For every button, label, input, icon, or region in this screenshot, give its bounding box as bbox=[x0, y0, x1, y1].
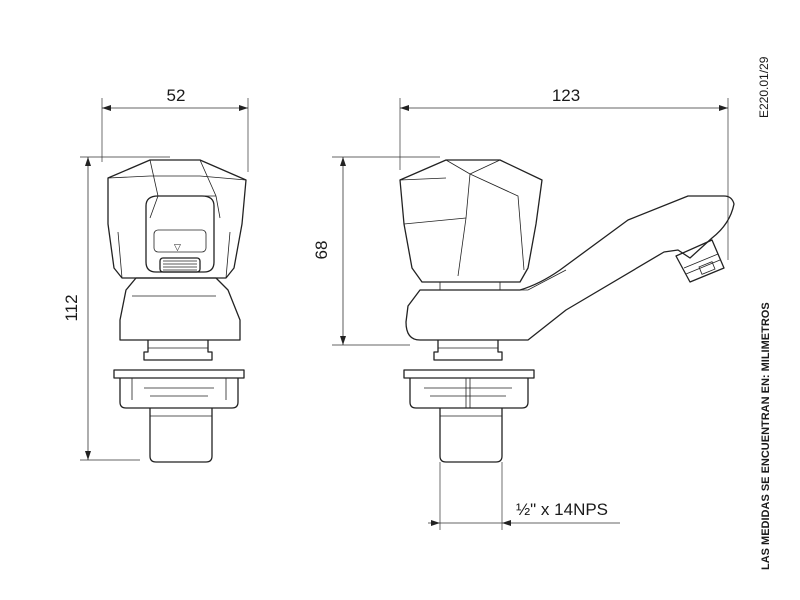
drawing-reference: E220.01/29 bbox=[757, 56, 771, 118]
side-body-spout bbox=[405, 195, 735, 341]
front-body bbox=[119, 277, 241, 341]
side-shank bbox=[439, 408, 503, 463]
svg-text:▽: ▽ bbox=[174, 242, 181, 252]
units-note: LAS MEDIDAS SE ENCUENTRAN EN: MILIMETROS bbox=[760, 302, 772, 570]
front-shank bbox=[149, 408, 213, 463]
side-view: 123 68 ½" x 14 bbox=[312, 86, 735, 530]
side-height-dimension: 68 bbox=[312, 241, 331, 260]
front-height-dimension: 112 bbox=[62, 294, 81, 321]
front-spout-outlet bbox=[145, 195, 215, 273]
side-flange bbox=[403, 369, 535, 379]
front-handle bbox=[107, 159, 247, 279]
side-length-dimension: 123 bbox=[552, 86, 580, 105]
front-width-dimension: 52 bbox=[167, 86, 186, 105]
front-flange bbox=[113, 369, 245, 379]
thread-dimension: ½" x 14NPS bbox=[516, 500, 608, 519]
front-view: 52 112 ▽ bbox=[62, 86, 249, 463]
side-handle bbox=[399, 159, 543, 283]
